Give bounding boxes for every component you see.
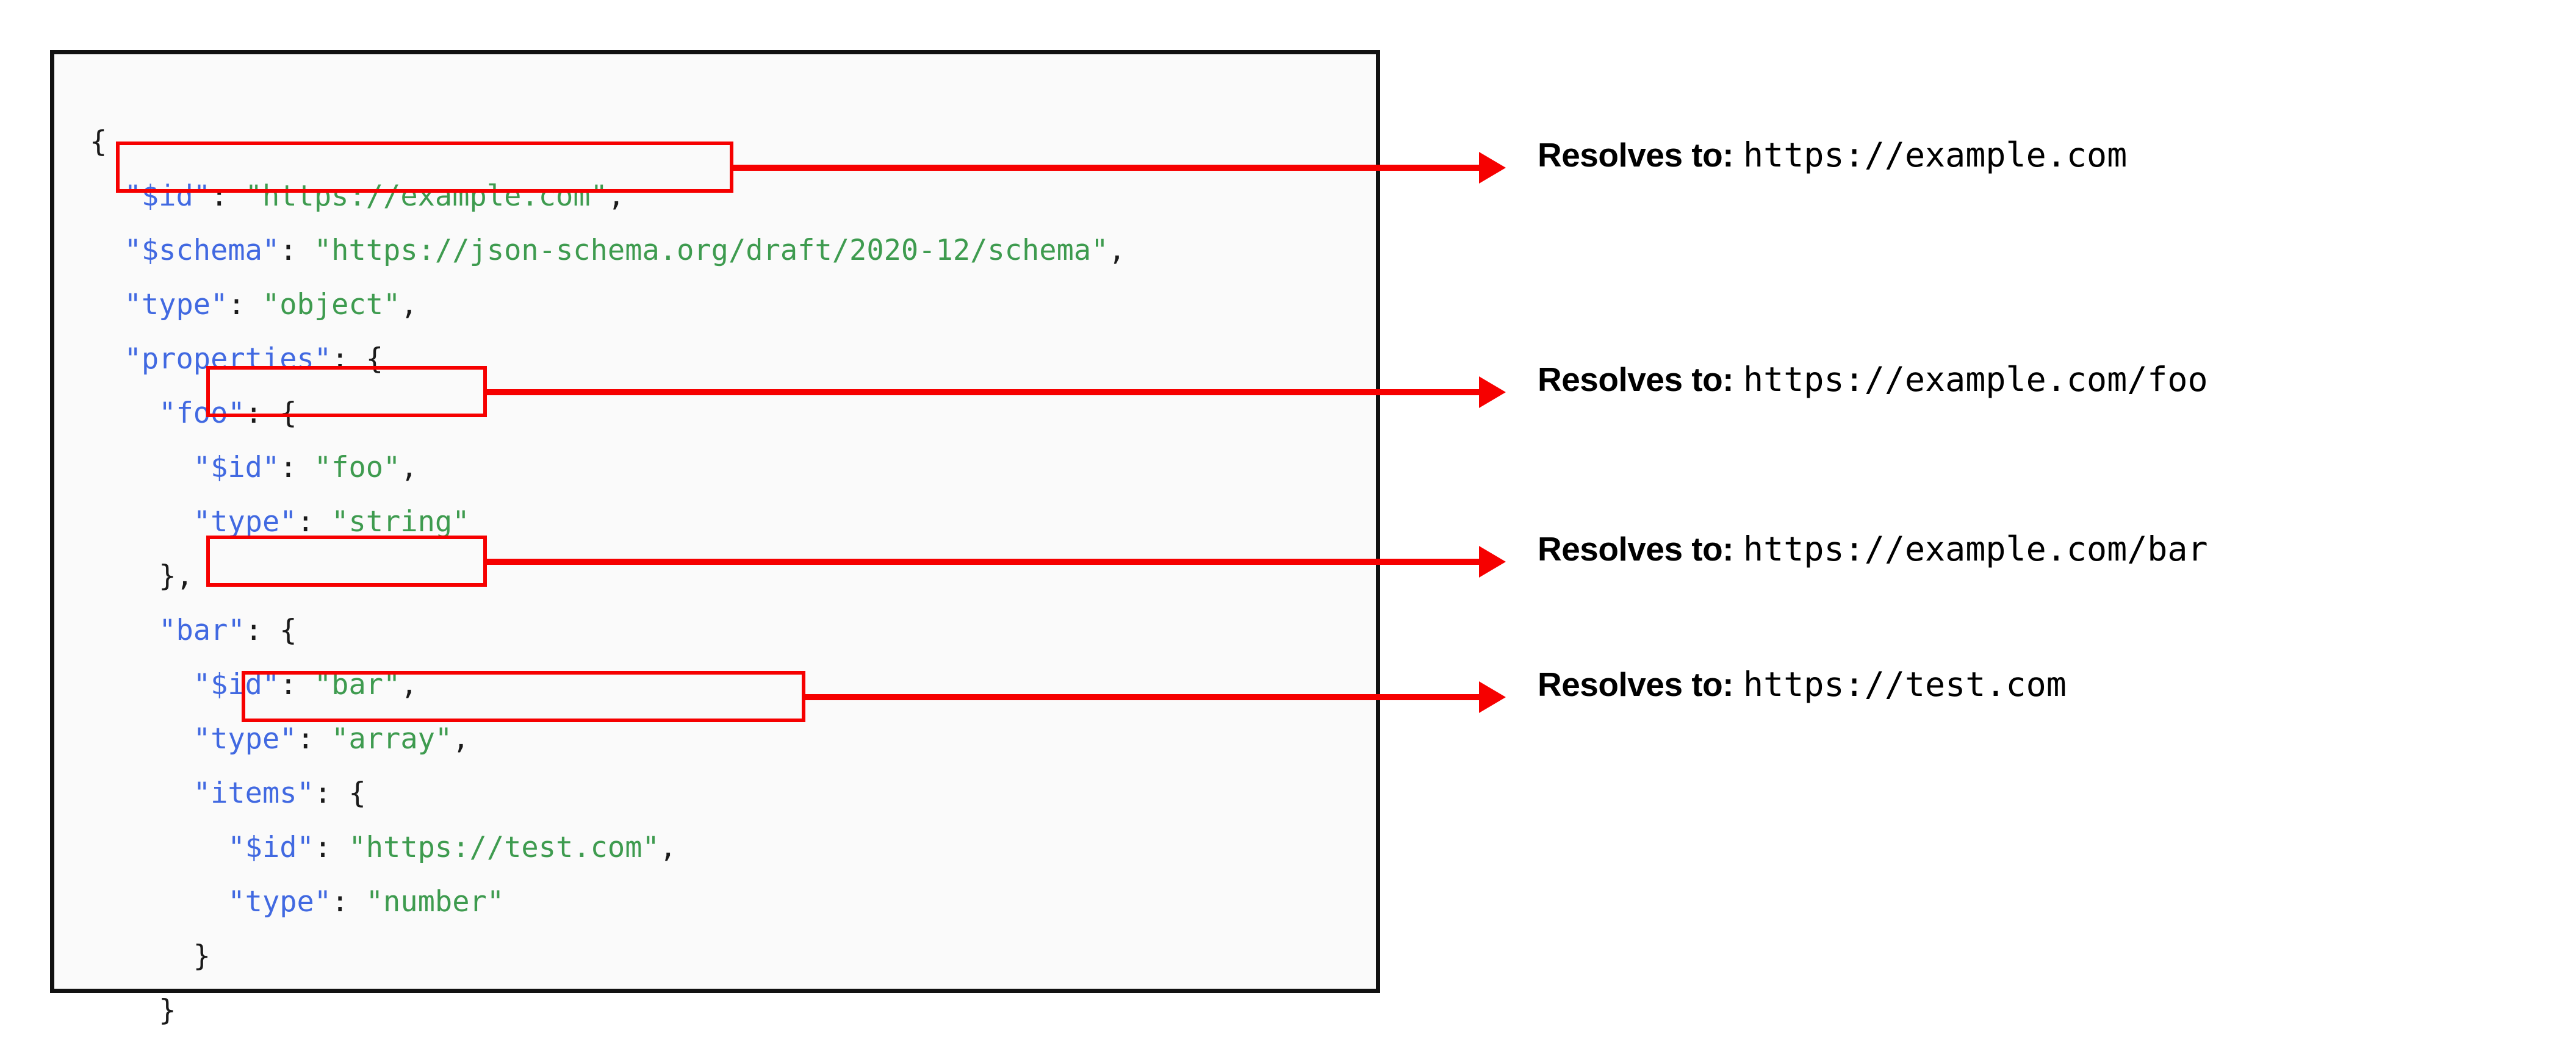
code-token-key: "bar" xyxy=(159,614,245,647)
code-token-punc: : xyxy=(279,668,314,701)
code-line: "$id": "foo", xyxy=(90,440,1126,495)
code-line: "foo": { xyxy=(90,386,1126,440)
code-token-str: "number" xyxy=(365,885,505,919)
code-token-str: "array" xyxy=(331,722,453,756)
code-token-key: "items" xyxy=(193,776,314,810)
code-token-punc: : xyxy=(228,288,262,321)
code-line: }, xyxy=(90,549,1126,603)
code-token-punc: : xyxy=(279,451,314,484)
code-token-str: "https://json-schema.org/draft/2020-12/s… xyxy=(314,234,1109,267)
resolves-to-label: Resolves to: xyxy=(1538,360,1734,398)
code-token-punc: }, xyxy=(159,559,193,593)
resolution-bar: Resolves to:https://example.com/bar xyxy=(1538,529,2208,568)
resolves-to-label: Resolves to: xyxy=(1538,136,1734,174)
code-indent xyxy=(90,776,193,810)
code-line: "$schema": "https://json-schema.org/draf… xyxy=(90,223,1126,278)
code-token-key: "$id" xyxy=(193,451,280,484)
code-token-key: "$id" xyxy=(193,668,280,701)
code-line: } xyxy=(90,1038,1126,1043)
code-line: "bar": { xyxy=(90,603,1126,658)
code-token-key: "type" xyxy=(124,288,228,321)
code-token-punc: : { xyxy=(245,396,297,430)
code-line: "type": "object", xyxy=(90,278,1126,332)
code-line: { xyxy=(90,115,1126,169)
resolved-uri: https://example.com/bar xyxy=(1743,529,2208,568)
resolution-root: Resolves to:https://example.com xyxy=(1538,135,2127,174)
code-token-punc: : xyxy=(210,179,245,213)
code-token-str: "string" xyxy=(331,505,470,539)
code-token-punc: , xyxy=(659,831,677,864)
code-indent xyxy=(90,396,159,430)
code-token-punc: { xyxy=(90,125,107,159)
code-token-key: "properties" xyxy=(124,342,332,376)
code-line: "properties": { xyxy=(90,332,1126,386)
code-indent xyxy=(90,831,228,864)
code-line: } xyxy=(90,983,1126,1038)
code-token-punc: : xyxy=(331,885,366,919)
resolves-to-label: Resolves to: xyxy=(1538,530,1734,568)
code-indent xyxy=(90,722,193,756)
code-line: "$id": "bar", xyxy=(90,658,1126,712)
code-token-key: "type" xyxy=(193,722,297,756)
code-line: "$id": "https://test.com", xyxy=(90,820,1126,875)
code-line: } xyxy=(90,929,1126,983)
code-indent xyxy=(90,342,124,376)
code-indent xyxy=(90,668,193,701)
code-line: "$id": "https://example.com", xyxy=(90,169,1126,223)
arrow-bar xyxy=(486,559,1481,565)
code-token-punc: , xyxy=(1108,234,1126,267)
code-token-str: "https://example.com" xyxy=(245,179,608,213)
code-token-punc: , xyxy=(400,288,418,321)
resolved-uri: https://test.com xyxy=(1743,665,2067,704)
code-token-str: "foo" xyxy=(314,451,401,484)
arrow-items xyxy=(804,694,1481,700)
code-line: "type": "string" xyxy=(90,495,1126,549)
code-token-key: "type" xyxy=(193,505,297,539)
resolves-to-label: Resolves to: xyxy=(1538,665,1734,703)
code-token-punc: : { xyxy=(331,342,384,376)
code-indent xyxy=(90,939,193,973)
code-line: "items": { xyxy=(90,766,1126,820)
code-token-key: "$id" xyxy=(228,831,314,864)
code-token-punc: , xyxy=(607,179,625,213)
json-code-listing: { "$id": "https://example.com", "$schema… xyxy=(90,115,1126,1043)
resolved-uri: https://example.com xyxy=(1743,135,2128,174)
code-indent xyxy=(90,614,159,647)
code-indent xyxy=(90,451,193,484)
code-token-str: "https://test.com" xyxy=(348,831,660,864)
code-token-key: "$schema" xyxy=(124,234,280,267)
code-token-punc: , xyxy=(400,451,418,484)
code-token-punc: } xyxy=(193,939,211,973)
code-token-punc: : xyxy=(297,722,332,756)
code-token-punc: : { xyxy=(245,614,297,647)
code-indent xyxy=(90,994,159,1027)
code-token-key: "$id" xyxy=(124,179,211,213)
code-indent xyxy=(90,288,124,321)
code-indent xyxy=(90,559,159,593)
code-line: "type": "array", xyxy=(90,712,1126,766)
code-token-punc: } xyxy=(159,994,176,1027)
resolved-uri: https://example.com/foo xyxy=(1743,360,2208,399)
arrow-foo xyxy=(486,389,1481,395)
code-token-punc: : xyxy=(297,505,332,539)
code-token-punc: , xyxy=(452,722,470,756)
code-indent xyxy=(90,234,124,267)
code-token-str: "object" xyxy=(262,288,401,321)
code-token-punc: : xyxy=(314,831,349,864)
resolution-foo: Resolves to:https://example.com/foo xyxy=(1538,360,2208,399)
code-token-str: "bar" xyxy=(314,668,401,701)
code-token-punc: : { xyxy=(314,776,366,810)
code-line: "type": "number" xyxy=(90,875,1126,929)
code-token-key: "foo" xyxy=(159,396,245,430)
arrow-root xyxy=(732,165,1481,171)
code-indent xyxy=(90,179,124,213)
code-indent xyxy=(90,885,228,919)
code-indent xyxy=(90,505,193,539)
resolution-items: Resolves to:https://test.com xyxy=(1538,665,2067,704)
code-token-punc: , xyxy=(400,668,418,701)
code-token-key: "type" xyxy=(228,885,332,919)
code-token-punc: : xyxy=(279,234,314,267)
json-code-block: { "$id": "https://example.com", "$schema… xyxy=(50,50,1380,1027)
